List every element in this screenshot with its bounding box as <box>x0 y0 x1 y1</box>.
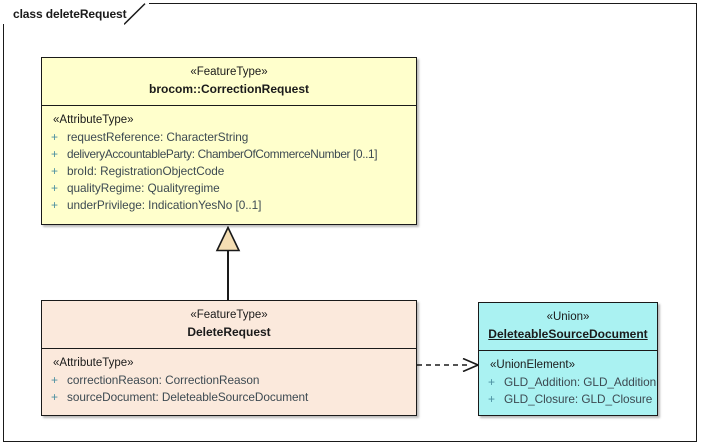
class-header-delete-request: «FeatureType» DeleteRequest <box>42 301 416 348</box>
attribute-row[interactable]: + GLD_Closure: GLD_Closure <box>479 391 657 408</box>
attribute-label: requestReference: CharacterString <box>67 130 249 144</box>
visibility-marker: + <box>50 390 58 404</box>
visibility-marker: + <box>487 392 495 406</box>
attribute-label: GLD_Addition: GLD_Addition <box>504 375 657 389</box>
class-stereotype: «FeatureType» <box>190 66 268 78</box>
attribute-row[interactable]: + GLD_Addition: GLD_Addition <box>479 374 657 391</box>
attribute-group-stereotype: «UnionElement» <box>490 359 576 371</box>
attribute-row[interactable]: + underPrivilege: IndicationYesNo [0..1] <box>42 197 416 214</box>
attribute-group-stereotype: «AttributeType» <box>53 114 134 126</box>
visibility-marker: + <box>50 164 58 178</box>
generalization-arrow-hollow-triangle <box>215 226 241 252</box>
attribute-label: broId: RegistrationObjectCode <box>67 164 225 178</box>
generalization-connector-line <box>227 250 229 300</box>
attribute-label: correctionReason: CorrectionReason <box>67 373 260 387</box>
attribute-row[interactable]: + qualityRegime: Qualityregime <box>42 180 416 197</box>
class-header-deleteable-source-document: «Union» DeleteableSourceDocument <box>479 303 657 350</box>
diagram-frame-label: class deleteRequest <box>13 6 127 21</box>
visibility-marker: + <box>50 198 58 212</box>
class-box-delete-request[interactable]: «FeatureType» DeleteRequest «AttributeTy… <box>41 300 417 416</box>
class-name: brocom::CorrectionRequest <box>148 82 309 96</box>
attribute-compartment-delete-request: «AttributeType» + correctionReason: Corr… <box>42 349 416 413</box>
diagram-frame-tab: class deleteRequest <box>3 3 149 24</box>
visibility-marker: + <box>50 130 58 144</box>
visibility-marker: + <box>50 373 58 387</box>
attribute-group-stereotype: «AttributeType» <box>53 357 134 369</box>
diagram-frame <box>3 3 697 442</box>
attribute-label: GLD_Closure: GLD_Closure <box>504 392 653 406</box>
visibility-marker: + <box>50 147 58 161</box>
attribute-label: qualityRegime: Qualityregime <box>67 181 220 195</box>
class-compartment-divider <box>479 350 657 351</box>
attribute-label: underPrivilege: IndicationYesNo [0..1] <box>67 198 262 212</box>
class-box-correction-request[interactable]: «FeatureType» brocom::CorrectionRequest … <box>41 57 417 225</box>
dependency-connector-dashed-arrow <box>417 358 479 372</box>
attribute-row[interactable]: + sourceDocument: DeleteableSourceDocume… <box>42 389 416 406</box>
class-box-deleteable-source-document[interactable]: «Union» DeleteableSourceDocument «UnionE… <box>478 302 658 416</box>
class-stereotype: «Union» <box>546 311 590 323</box>
class-header-correction-request: «FeatureType» brocom::CorrectionRequest <box>42 58 416 105</box>
attribute-row[interactable]: + requestReference: CharacterString <box>42 129 416 146</box>
attribute-row[interactable]: + correctionReason: CorrectionReason <box>42 372 416 389</box>
attribute-row[interactable]: + broId: RegistrationObjectCode <box>42 163 416 180</box>
class-compartment-divider <box>42 105 416 106</box>
frame-tab-diagonal-cut <box>124 3 146 25</box>
attribute-label: sourceDocument: DeleteableSourceDocument <box>67 390 309 404</box>
class-name: DeleteRequest <box>187 325 271 339</box>
class-compartment-divider <box>42 348 416 349</box>
class-stereotype: «FeatureType» <box>190 309 268 321</box>
attribute-compartment-correction-request: «AttributeType» + requestReference: Char… <box>42 106 416 221</box>
attribute-row[interactable]: + deliveryAccountableParty: ChamberOfCom… <box>42 146 416 163</box>
visibility-marker: + <box>487 375 495 389</box>
class-name: DeleteableSourceDocument <box>488 327 648 341</box>
visibility-marker: + <box>50 181 58 195</box>
attribute-label: deliveryAccountableParty: ChamberOfComme… <box>67 147 378 161</box>
attribute-compartment-deleteable-source-document: «UnionElement» + GLD_Addition: GLD_Addit… <box>479 351 657 415</box>
